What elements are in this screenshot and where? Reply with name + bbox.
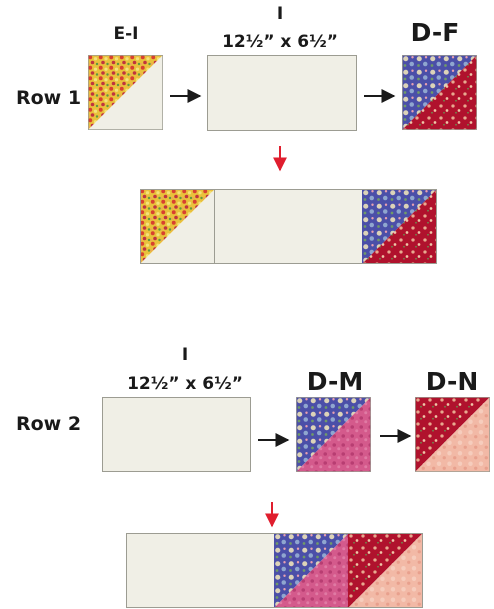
row-label-2: Row 2 — [16, 413, 82, 435]
unit-size-i-row1: 12½” x 6½” — [222, 32, 338, 52]
arrow-down-icon — [265, 502, 279, 528]
assembled-row2-d-m — [274, 533, 349, 608]
unit-label-d-f: D-F — [410, 18, 460, 47]
arrow-right-icon — [170, 89, 202, 103]
assembled-row1-e-i — [140, 189, 215, 264]
unit-label-d-m: D-M — [306, 367, 364, 396]
fabric-block-i-row2 — [102, 397, 251, 472]
assembled-row1-d-f — [362, 189, 437, 264]
unit-label-i-row2: I — [181, 345, 189, 365]
hst-block-d-f — [402, 55, 477, 130]
hst-block-d-n — [415, 397, 490, 472]
assembled-row2-d-n — [348, 533, 423, 608]
unit-size-i-row2: 12½” x 6½” — [127, 374, 243, 394]
unit-label-i-row1: I — [276, 4, 284, 24]
arrow-down-icon — [273, 146, 287, 172]
fabric-block-i-row1 — [207, 55, 357, 131]
hst-block-d-m — [296, 397, 371, 472]
unit-label-e-i: E-I — [113, 24, 139, 44]
assembled-row2-i — [126, 533, 275, 608]
row-label-1: Row 1 — [16, 87, 82, 109]
assembled-row1-i — [214, 189, 363, 264]
arrow-right-icon — [364, 89, 396, 103]
hst-block-e-i — [88, 55, 163, 130]
arrow-right-icon — [258, 433, 290, 447]
unit-label-d-n: D-N — [425, 367, 479, 396]
arrow-right-icon — [380, 429, 412, 443]
